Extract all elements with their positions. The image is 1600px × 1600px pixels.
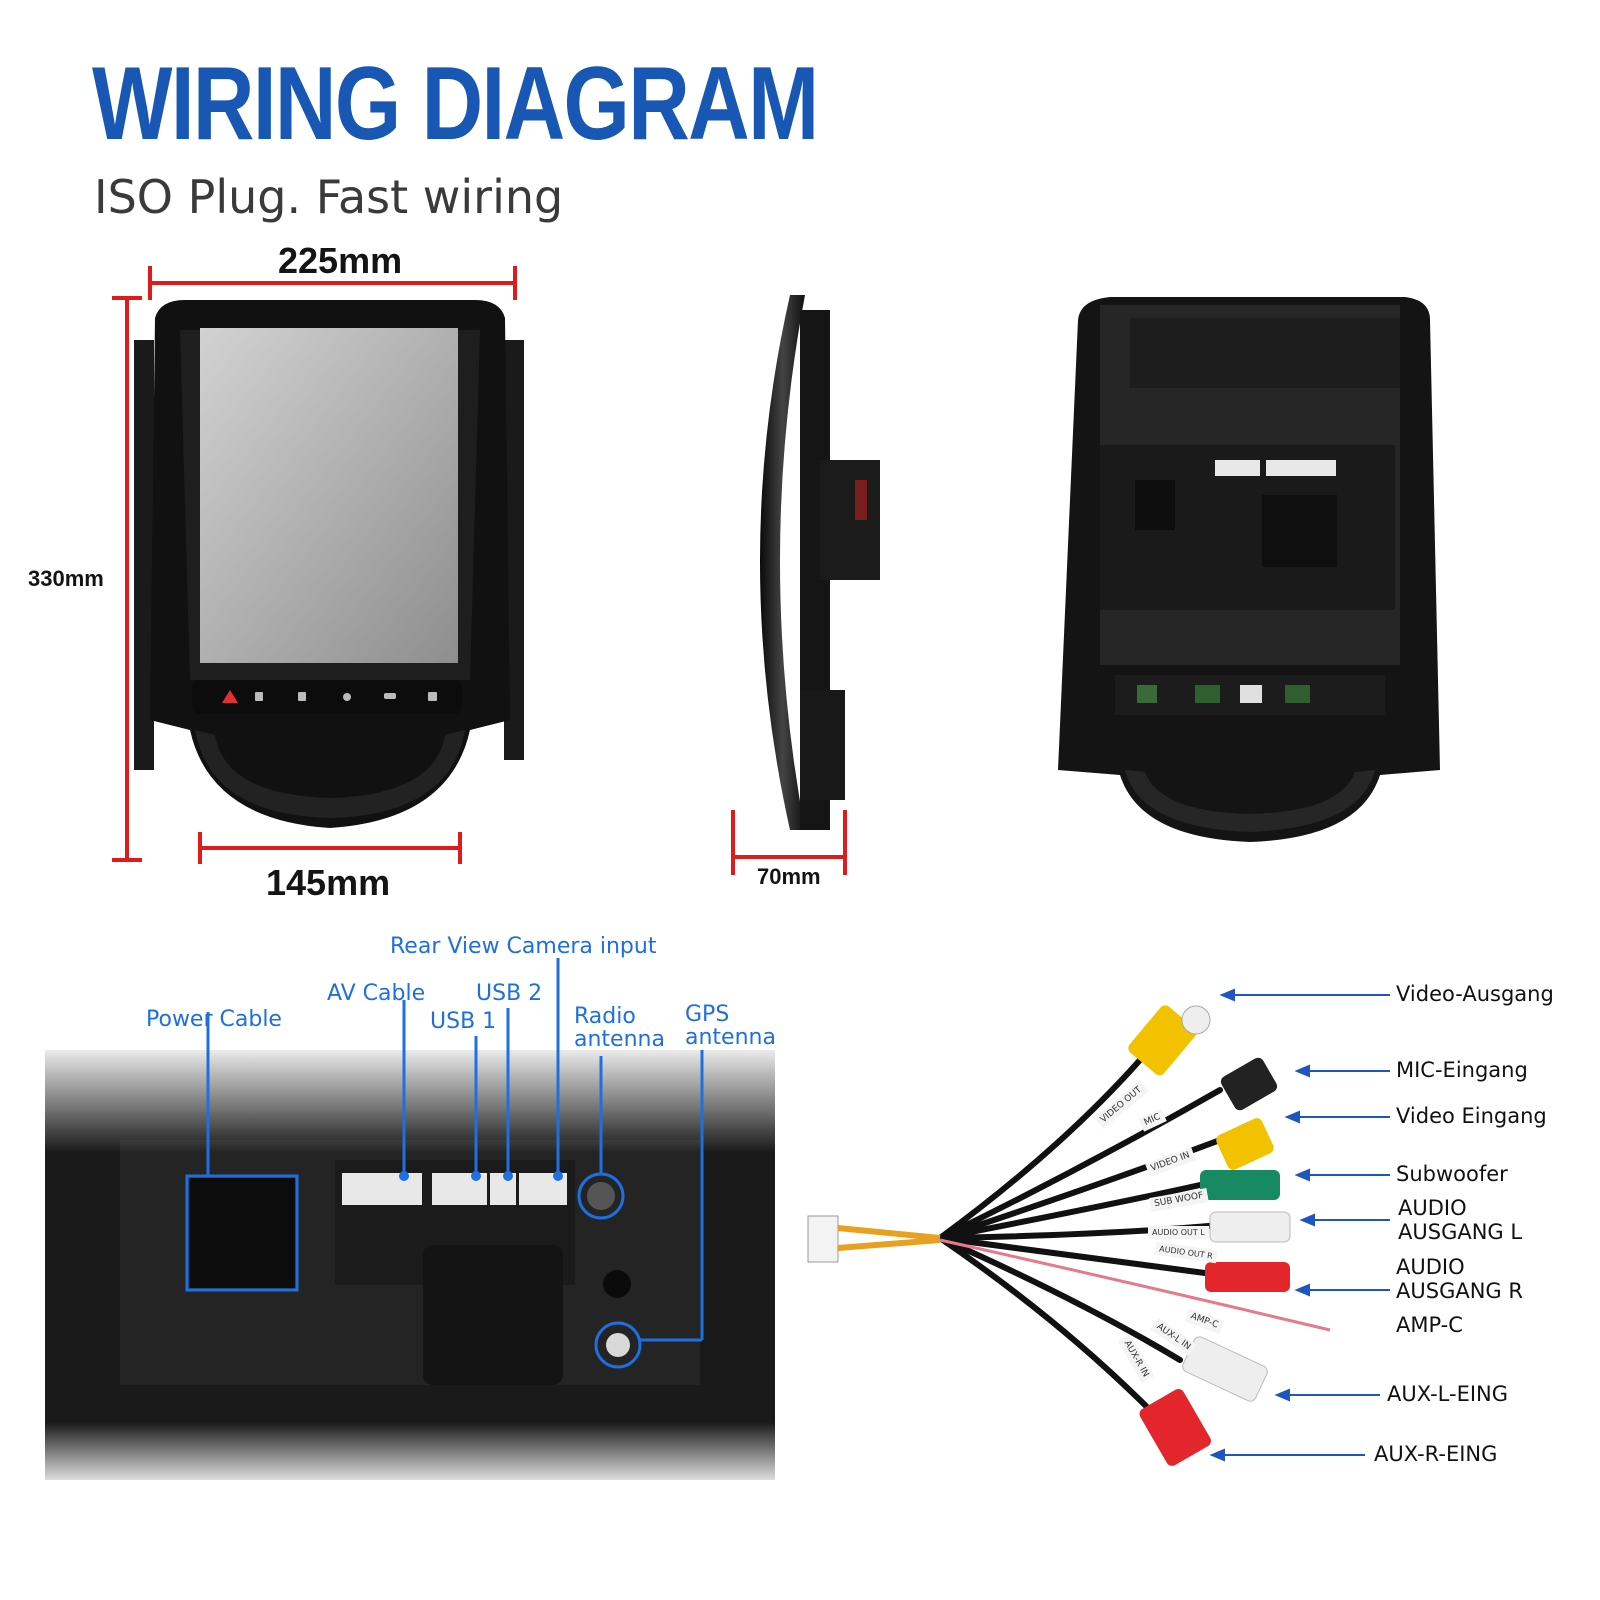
label-amp-c: AMP-C: [1396, 1313, 1463, 1337]
label-aux-r-eing: AUX-R-EING: [1374, 1442, 1498, 1466]
label-power-cable: Power Cable: [146, 1007, 282, 1032]
page-title: WIRING DIAGRAM: [92, 46, 819, 162]
plug-video-out: [1128, 1005, 1197, 1076]
front-view: [134, 300, 524, 828]
plug-audio-out-l: [1209, 1211, 1291, 1243]
page-subtitle: ISO Plug. Fast wiring: [94, 170, 564, 224]
dim-width-bottom: 145mm: [266, 862, 391, 903]
harness-arrows: [1209, 988, 1390, 1462]
dimension-lines: [112, 266, 847, 875]
dim-height: 330mm: [28, 566, 104, 591]
label-rear-camera: Rear View Camera input: [390, 934, 657, 959]
button-bar: [192, 680, 462, 714]
label-usb2: USB 2: [476, 981, 543, 1006]
label-usb1: USB 1: [430, 1009, 497, 1034]
lock-icon: [255, 692, 263, 701]
rear-view: [1058, 297, 1440, 842]
port-closeup: [0, 1040, 800, 1490]
plug-subwoofer: [1200, 1170, 1280, 1200]
callout-lines: [185, 958, 704, 1369]
car-icon: [384, 693, 396, 699]
plug-video-in: [1216, 1118, 1274, 1170]
dim-width-top: 225mm: [278, 240, 403, 281]
music-icon: [343, 693, 351, 701]
screen: [200, 328, 458, 663]
label-video-eingang: Video Eingang: [1396, 1104, 1547, 1128]
usb-connectors: [1266, 460, 1336, 476]
plug-mic: [1220, 1057, 1278, 1111]
dim-depth: 70mm: [757, 864, 821, 889]
tag-audio-out-l: AUDIO OUT L: [1148, 1226, 1209, 1239]
label-subwoofer: Subwoofer: [1396, 1162, 1508, 1186]
side-view: [760, 295, 880, 830]
label-av-cable: AV Cable: [327, 981, 426, 1006]
av-connector: [1215, 460, 1260, 476]
label-aux-l-eing: AUX-L-EING: [1387, 1382, 1509, 1406]
plug-audio-out-r: [1205, 1262, 1290, 1292]
unlock-icon: [298, 692, 306, 701]
label-mic-eingang: MIC-Eingang: [1396, 1058, 1528, 1082]
label-video-ausgang: Video-Ausgang: [1396, 982, 1554, 1006]
plug-aux-r: [1139, 1388, 1211, 1466]
hazard-icon: [222, 690, 238, 703]
rca-harness: [807, 1005, 1331, 1466]
park-icon: [428, 692, 437, 701]
